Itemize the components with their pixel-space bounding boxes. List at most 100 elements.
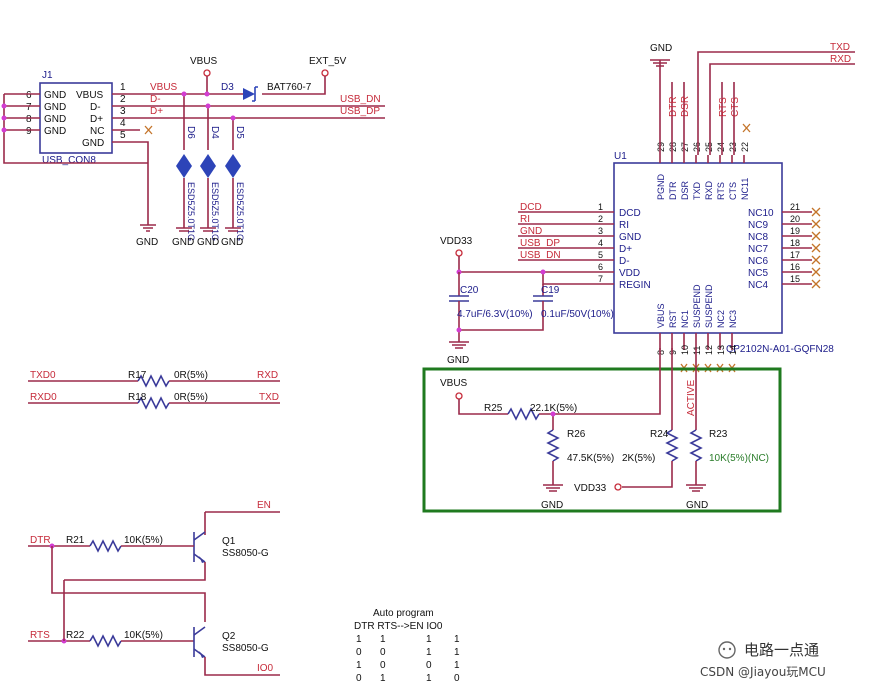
net-rts-top: RTS bbox=[718, 97, 729, 117]
truth-cell: 0 bbox=[356, 673, 362, 684]
u1-right-pin-name: NC10 bbox=[748, 208, 774, 219]
vbus-label: VBUS bbox=[190, 56, 218, 67]
gnd-label: GND bbox=[197, 237, 219, 248]
q2-part: SS8050-G bbox=[222, 643, 269, 654]
u1-bottom-pin-num: 8 bbox=[656, 350, 666, 355]
u1-top-pin-num: 25 bbox=[704, 142, 714, 152]
gnd-label: GND bbox=[650, 43, 672, 54]
u1-left-pin-num: 1 bbox=[598, 202, 603, 212]
c20-val: 4.7uF/6.3V(10%) bbox=[457, 309, 533, 320]
r21-val: 10K(5%) bbox=[124, 535, 163, 546]
truth-cell: 1 bbox=[454, 660, 460, 671]
usb-wires: VBUS D- D+ USB_DN USB_DP bbox=[112, 82, 385, 225]
ext5v-label: EXT_5V bbox=[309, 56, 347, 67]
esd-diodes: D6 D4 D5 ESD5Z5.0T1G ESD5Z5.0T1G ESD5Z5.… bbox=[176, 91, 245, 241]
u1-right-pin-name: NC4 bbox=[748, 280, 768, 291]
net-dp: D+ bbox=[150, 106, 163, 117]
usb-connector-j1: J1 USB_CON8 GND GND GND GND VBUS D- D+ N… bbox=[26, 70, 126, 166]
r18-ref: R18 bbox=[128, 392, 147, 403]
r17-val: 0R(5%) bbox=[174, 370, 208, 381]
u1-ref: U1 bbox=[614, 151, 627, 162]
wechat-icon bbox=[718, 641, 736, 659]
j1-left-label: GND bbox=[44, 126, 66, 137]
gnd-label: GND bbox=[136, 237, 158, 248]
net-ri: RI bbox=[520, 214, 530, 225]
u1-bottom-pin-num: 12 bbox=[704, 345, 714, 355]
u1-left-pin-num: 4 bbox=[598, 238, 603, 248]
gnd-top-chip: GND bbox=[650, 43, 672, 155]
u1-bottom-pin-num: 14 bbox=[728, 345, 738, 355]
u1-left-pin-name: RI bbox=[619, 220, 629, 231]
j1-right-label: VBUS bbox=[76, 90, 104, 101]
r24-ref: R24 bbox=[650, 429, 669, 440]
uart-rxd0: RXD0 bbox=[30, 392, 57, 403]
u1-bottom-pin-name: NC1 bbox=[680, 310, 690, 328]
u1-top-pin-num: 23 bbox=[728, 142, 738, 152]
u1-top-pin-name: CTS bbox=[728, 182, 738, 200]
uart-rxd: RXD bbox=[257, 370, 278, 381]
esd-ref: D6 bbox=[185, 126, 196, 139]
u1-left-pin-name: VDD bbox=[619, 268, 640, 279]
r23-ref: R23 bbox=[709, 429, 728, 440]
u1-nc-mark bbox=[811, 243, 821, 253]
r22-val: 10K(5%) bbox=[124, 630, 163, 641]
j1-pin-num: 2 bbox=[120, 94, 126, 105]
u1-top-pin-name: TXD bbox=[692, 181, 702, 200]
uart-txd: TXD bbox=[259, 392, 279, 403]
r21-ref: R21 bbox=[66, 535, 85, 546]
u1-bottom-pin-name: NC2 bbox=[716, 310, 726, 328]
u1-top-pin-num: 24 bbox=[716, 142, 726, 152]
vdd33-c-label: VDD33 bbox=[574, 483, 607, 494]
net-cts-top: CTS bbox=[730, 97, 741, 117]
net-io0: IO0 bbox=[257, 663, 274, 674]
u1-left-pin-num: 5 bbox=[598, 250, 603, 260]
r17-ref: R17 bbox=[128, 370, 147, 381]
j1-name: USB_CON8 bbox=[42, 155, 96, 166]
u1-top-pin-name: RTS bbox=[716, 182, 726, 200]
esd-part: ESD5Z5.0T1G bbox=[235, 182, 245, 241]
vbus-b-label: VBUS bbox=[440, 378, 468, 389]
net-dtr-top: DTR bbox=[668, 96, 679, 117]
uart-resistors: TXD0 R17 0R(5%) RXD RXD0 R18 0R(5%) TXD bbox=[28, 370, 280, 410]
j1-pin-num: 7 bbox=[26, 102, 32, 113]
net-active: ACTIVE bbox=[686, 380, 697, 416]
uart-txd0: TXD0 bbox=[30, 370, 56, 381]
u1-bottom-pin-name: SUSPEND bbox=[692, 284, 702, 328]
vbus-detect-circuit: VBUS R25 22.1K(5%) R26 47.5K(5%) GND VDD… bbox=[440, 348, 769, 511]
u1-top-pin-num: 26 bbox=[692, 142, 702, 152]
r26-ref: R26 bbox=[567, 429, 586, 440]
u1-top-pin-name: NC11 bbox=[740, 178, 750, 200]
u1-left-pin-num: 2 bbox=[598, 214, 603, 224]
u1-right-pin-name: NC8 bbox=[748, 232, 768, 243]
net-dtr: DTR bbox=[30, 535, 51, 546]
truth-cell: 1 bbox=[356, 634, 362, 645]
gnd-label: GND bbox=[172, 237, 194, 248]
c19-ref: C19 bbox=[541, 285, 560, 296]
u1-nc-mark bbox=[811, 231, 821, 241]
u1-nc-mark bbox=[811, 219, 821, 229]
j1-right-label: D+ bbox=[90, 114, 103, 125]
u1-left-pin-name: D+ bbox=[619, 244, 632, 255]
u1-top-pin-name: DSR bbox=[680, 180, 690, 200]
gnd-label: GND bbox=[447, 355, 469, 366]
net-usb-dp2: USB_DP bbox=[520, 238, 560, 249]
net-en: EN bbox=[257, 500, 271, 511]
j1-right-label: D- bbox=[90, 102, 101, 113]
net-usb-dp: USB_DP bbox=[340, 106, 380, 117]
r23-val: 10K(5%)(NC) bbox=[709, 453, 769, 464]
r22-ref: R22 bbox=[66, 630, 85, 641]
u1-right-pin-name: NC6 bbox=[748, 256, 768, 267]
r25-ref: R25 bbox=[484, 403, 503, 414]
vdd33-label: VDD33 bbox=[440, 236, 473, 247]
j1-left-label: GND bbox=[44, 90, 66, 101]
u1-top-pin-num: 22 bbox=[740, 142, 750, 152]
j1-pin-num: 5 bbox=[120, 130, 126, 141]
u1-bottom-pin-num: 10 bbox=[680, 345, 690, 355]
truth-cell: 1 bbox=[380, 634, 386, 645]
u1-left-pin-name: D- bbox=[619, 256, 630, 267]
gnd-label: GND bbox=[541, 500, 563, 511]
j1-pin-num: 1 bbox=[120, 82, 126, 93]
net-dcd: DCD bbox=[520, 202, 542, 213]
watermark-brand: 电路一点通 bbox=[744, 641, 819, 659]
